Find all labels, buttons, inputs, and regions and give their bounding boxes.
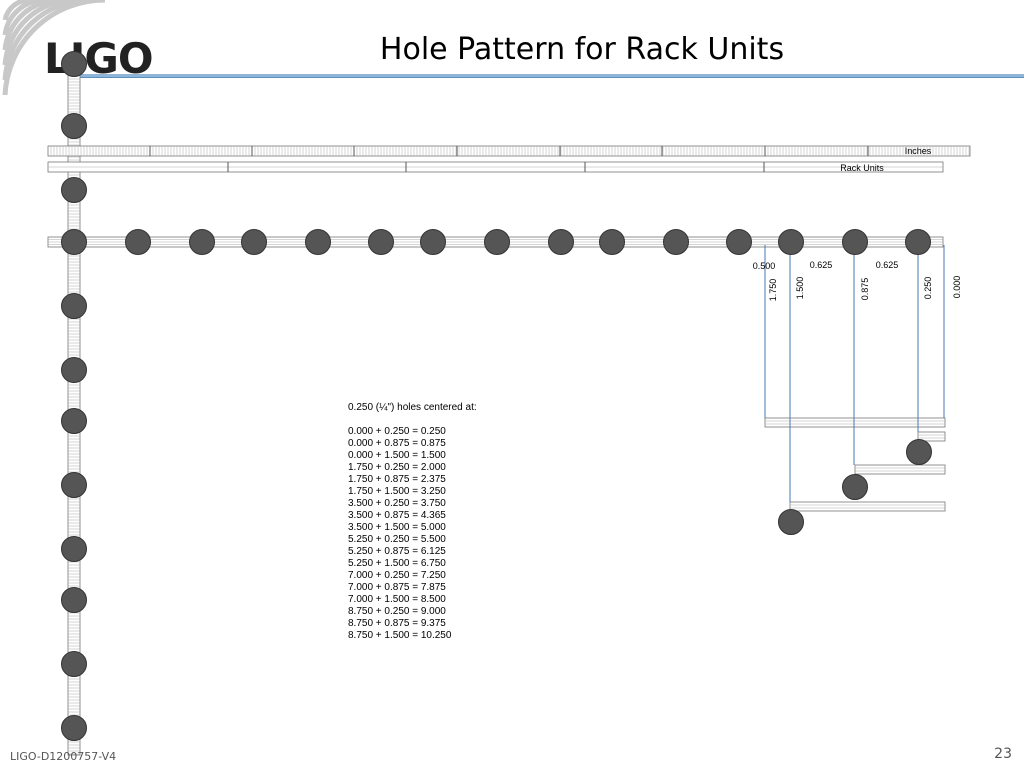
rack-units-ruler-dividers bbox=[227, 162, 765, 172]
hole bbox=[905, 229, 931, 255]
note-line: 3.500 + 0.250 = 3.750 bbox=[348, 498, 446, 509]
note-line: 5.250 + 1.500 = 6.750 bbox=[348, 558, 446, 569]
dimension-leaders bbox=[764, 245, 945, 502]
hole bbox=[778, 509, 804, 535]
hole bbox=[484, 229, 510, 255]
dim-vertical-3: 0.250 bbox=[923, 277, 933, 300]
hole bbox=[61, 229, 87, 255]
page-number: 23 bbox=[994, 746, 1012, 762]
dim-horizontal-1: 0.625 bbox=[810, 260, 833, 270]
hole bbox=[842, 229, 868, 255]
note-line: 8.750 + 0.250 = 9.000 bbox=[348, 606, 446, 617]
detail-strip-1500 bbox=[789, 501, 946, 512]
hole bbox=[61, 472, 87, 498]
note-heading: 0.250 (¼") holes centered at: bbox=[348, 402, 477, 413]
hole bbox=[61, 587, 87, 613]
detail-tab bbox=[917, 431, 946, 442]
hole bbox=[842, 474, 868, 500]
dim-horizontal-0: 0.500 bbox=[753, 261, 776, 271]
hole bbox=[61, 357, 87, 383]
rack-units-ruler bbox=[47, 161, 944, 173]
hole bbox=[61, 536, 87, 562]
note-line: 5.250 + 0.250 = 5.500 bbox=[348, 534, 446, 545]
page-title: Hole Pattern for Rack Units bbox=[379, 32, 785, 67]
inches-ruler-majors bbox=[149, 146, 869, 156]
holes bbox=[61, 51, 932, 741]
dim-vertical-4: 0.000 bbox=[952, 276, 962, 299]
dim-vertical-0: 1.750 bbox=[768, 279, 778, 302]
hole bbox=[61, 293, 87, 319]
note-line: 0.000 + 1.500 = 1.500 bbox=[348, 450, 446, 461]
detail-strip-0875 bbox=[854, 464, 946, 475]
note-line: 3.500 + 0.875 = 4.365 bbox=[348, 510, 446, 521]
note-line: 8.750 + 0.875 = 9.375 bbox=[348, 618, 446, 629]
note-line: 7.000 + 0.250 = 7.250 bbox=[348, 570, 446, 581]
hole bbox=[305, 229, 331, 255]
hole bbox=[726, 229, 752, 255]
note-line: 0.000 + 0.250 = 0.250 bbox=[348, 426, 446, 437]
dim-horizontal-2: 0.625 bbox=[876, 260, 899, 270]
note-line: 1.750 + 0.875 = 2.375 bbox=[348, 474, 446, 485]
inches-label: Inches bbox=[905, 146, 932, 156]
hole bbox=[61, 51, 87, 77]
vertical-ruler bbox=[67, 54, 81, 756]
detail-strip-0250 bbox=[764, 417, 946, 428]
note-line: 3.500 + 1.500 = 5.000 bbox=[348, 522, 446, 533]
hole bbox=[61, 113, 87, 139]
hole bbox=[61, 408, 87, 434]
note-line: 1.750 + 1.500 = 3.250 bbox=[348, 486, 446, 497]
hole-centers-note: 0.250 (¼") holes centered at: 0.000 + 0.… bbox=[348, 402, 477, 642]
title-rule-line bbox=[80, 77, 1024, 78]
hole bbox=[599, 229, 625, 255]
dim-vertical-2: 0.875 bbox=[860, 278, 870, 301]
dim-vertical-1: 1.500 bbox=[795, 277, 805, 300]
hole bbox=[125, 229, 151, 255]
note-line: 5.250 + 0.875 = 6.125 bbox=[348, 546, 446, 557]
note-line: 8.750 + 1.500 = 10.250 bbox=[348, 630, 452, 641]
title-rule bbox=[80, 74, 1024, 78]
inches-ruler bbox=[47, 145, 971, 157]
hole bbox=[663, 229, 689, 255]
hole bbox=[778, 229, 804, 255]
hole bbox=[61, 651, 87, 677]
hole bbox=[189, 229, 215, 255]
hole bbox=[61, 715, 87, 741]
hole bbox=[61, 177, 87, 203]
document-id: LIGO-D1200757-V4 bbox=[10, 750, 117, 763]
note-line: 7.000 + 0.875 = 7.875 bbox=[348, 582, 446, 593]
hole bbox=[906, 439, 932, 465]
rack-units-label: Rack Units bbox=[840, 163, 884, 173]
logo-arcs bbox=[2, 0, 105, 96]
note-line: 7.000 + 1.500 = 8.500 bbox=[348, 594, 446, 605]
hole bbox=[420, 229, 446, 255]
hole bbox=[548, 229, 574, 255]
note-line: 1.750 + 0.250 = 2.000 bbox=[348, 462, 446, 473]
note-line: 0.000 + 0.875 = 0.875 bbox=[348, 438, 446, 449]
hole bbox=[368, 229, 394, 255]
hole bbox=[241, 229, 267, 255]
rulers bbox=[47, 54, 971, 756]
